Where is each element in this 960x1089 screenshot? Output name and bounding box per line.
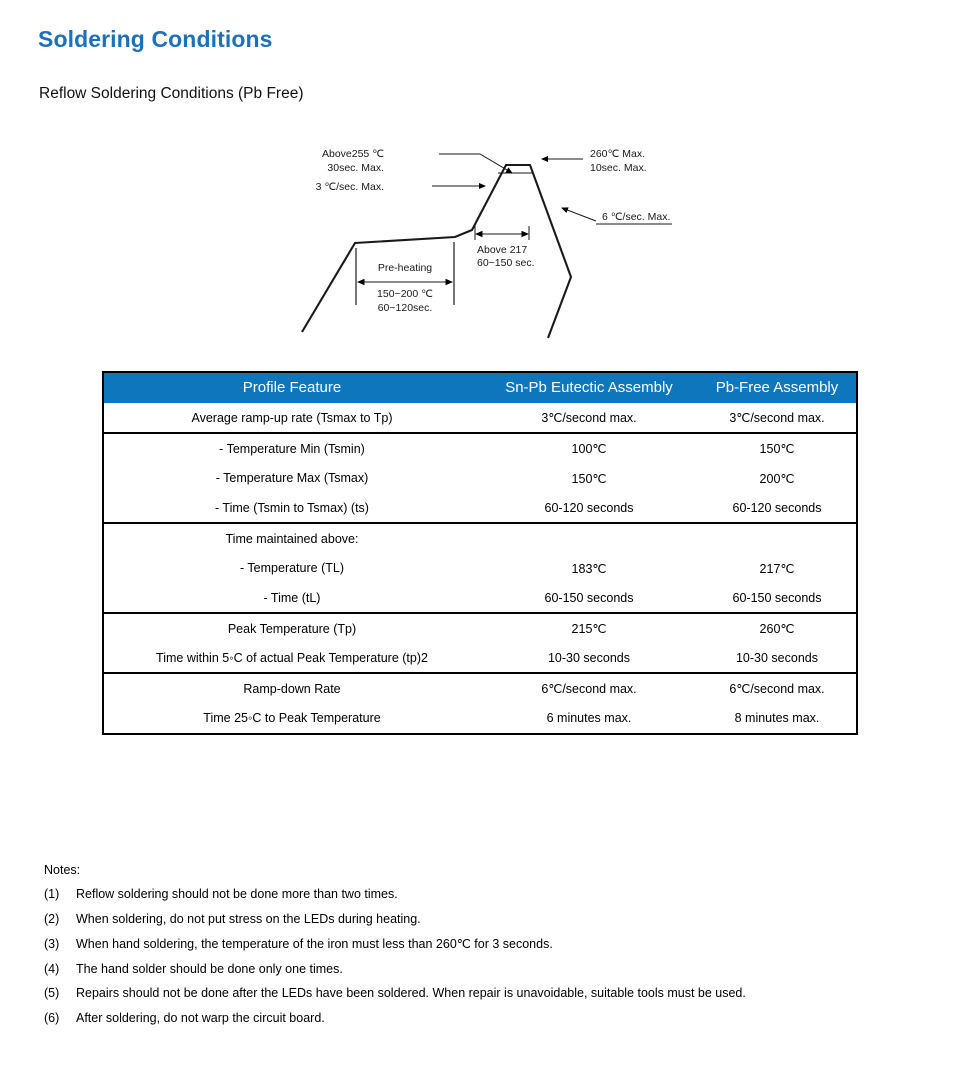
cell-pbfree-value: 260℃ [698, 612, 856, 644]
cell-snpb-value: 215℃ [480, 612, 698, 644]
table-row: - Temperature Max (Tsmax) 150℃ 200℃ [104, 463, 856, 493]
cell-snpb-value: 60-150 seconds [544, 590, 634, 605]
cell-pbfree-value: 60-150 seconds [732, 590, 822, 605]
cell-profile-feature: - Time (tL) [263, 590, 321, 605]
cell-profile-feature: - Temperature (TL) [240, 561, 344, 576]
cell-pbfree-value: 60-120 seconds [732, 500, 822, 515]
column-header-pbfree-assembly: Pb-Free Assembly [698, 373, 856, 404]
profile-curve [301, 163, 573, 339]
cell-profile-feature: Peak Temperature (Tp) [104, 612, 480, 644]
note-text: The hand solder should be done only one … [76, 961, 343, 976]
cell-profile-feature: Time 25◦C to Peak Temperature [203, 711, 381, 726]
table-row: Time 25◦C to Peak Temperature 6 minutes m… [104, 703, 856, 733]
table-row: Time maintained above: [104, 522, 856, 554]
notes-section: Notes: (1) Reflow soldering should not be… [44, 863, 924, 1035]
note-text: Reflow soldering should not be done more… [76, 887, 398, 901]
cell-snpb-value: 60-120 seconds [544, 500, 634, 515]
note-text: Repairs should not be done after the LED… [76, 986, 746, 1000]
preheat-temperature-label: 150~200 ℃ [377, 288, 433, 300]
cell-snpb-value: 6℃/second max. [480, 672, 698, 704]
cell-profile-feature: - Temperature Max (Tsmax) [215, 471, 369, 486]
note-item: (2) When soldering, do not put stress on … [44, 912, 924, 926]
cell-snpb-value: 10-30 seconds [547, 650, 630, 665]
cell-profile-feature: Time within 5◦C of actual Peak Temperatu… [156, 650, 428, 665]
note-number: (3) [44, 937, 60, 951]
table-row: Time within 5◦C of actual Peak Temperatu… [104, 643, 856, 673]
table-row: - Time (tL) 60-150 seconds 60-150 seconds [104, 583, 856, 613]
preheat-time-label: 60~120sec. [378, 302, 433, 314]
ramp-up-rate-callout: 3 ℃/sec. Max. [316, 181, 486, 193]
ramp-up-rate-label: 3 ℃/sec. Max. [316, 181, 384, 193]
peak-temp-label-line2: 10sec. Max. [590, 162, 647, 174]
cell-snpb-value: 150℃ [571, 471, 607, 486]
column-header-snpb-assembly: Sn-Pb Eutectic Assembly [480, 373, 698, 404]
table-row: - Temperature (TL) 183℃ 217℃ [104, 553, 856, 583]
reflow-profile-table: Profile Feature Sn-Pb Eutectic Assembly … [102, 371, 858, 736]
cell-snpb-value: 3℃/second max. [541, 411, 637, 426]
above217-label-line2: 60~150 sec. [477, 257, 535, 269]
cell-snpb-value: 6 minutes max. [546, 711, 632, 726]
cell-pbfree-value: 150℃ [698, 432, 856, 464]
cell-profile-feature: Ramp-down Rate [104, 672, 480, 704]
note-item: (4) The hand solder should be done only o… [44, 962, 924, 976]
cell-pbfree-value: 8 minutes max. [734, 711, 820, 726]
above255-label-line1: Above255 ℃ [322, 148, 384, 160]
above217-label-line1: Above 217 [477, 244, 527, 256]
table-header-row: Profile Feature Sn-Pb Eutectic Assembly … [104, 373, 856, 404]
peak-temp-label-line1: 260℃ Max. [590, 148, 645, 160]
cell-pbfree-value: 200℃ [759, 471, 795, 486]
cell-pbfree-value: 3℃/second max. [729, 411, 825, 426]
above217-dimension: Above 217 60~150 sec. [474, 226, 535, 269]
peak-temperature-callout: 260℃ Max. 10sec. Max. [541, 148, 647, 174]
ramp-down-rate-callout: 6 ℃/sec. Max. [561, 207, 672, 225]
note-item: (6) After soldering, do not warp the circ… [44, 1011, 924, 1025]
cell-pbfree-value: 6℃/second max. [698, 672, 856, 704]
section-subtitle: Reflow Soldering Conditions (Pb Free) [39, 85, 304, 102]
ramp-down-rate-label: 6 ℃/sec. Max. [602, 211, 670, 223]
table-row: Average ramp-up rate (Tsmax to Tp) 3℃/sec… [104, 403, 856, 433]
above255-label-line2: 30sec. Max. [327, 162, 384, 174]
note-text: After soldering, do not warp the circuit… [76, 1010, 325, 1025]
note-item: (3) When hand soldering, the temperature … [44, 936, 924, 951]
note-number: (1) [44, 887, 60, 901]
note-item: (5) Repairs should not be done after the … [44, 986, 924, 1000]
note-text: When soldering, do not put stress on the… [76, 911, 421, 926]
notes-title: Notes: [44, 863, 81, 877]
preheating-label: Pre-heating [378, 262, 432, 274]
note-text: When hand soldering, the temperature of … [76, 937, 553, 951]
note-number: (2) [44, 911, 60, 926]
cell-profile-feature: - Temperature Min (Tsmin) [104, 432, 480, 464]
cell-snpb-value: 100℃ [480, 432, 698, 464]
page-title: Soldering Conditions [38, 26, 273, 52]
cell-pbfree-value: 10-30 seconds [735, 650, 818, 665]
preheating-dimension: Pre-heating 150~200 ℃ 60~120sec. [355, 242, 455, 314]
cell-profile-feature: Average ramp-up rate (Tsmax to Tp) [191, 410, 393, 425]
table-body: Average ramp-up rate (Tsmax to Tp) 3℃/sec… [104, 403, 856, 733]
cell-snpb-value [480, 522, 698, 554]
note-number: (6) [44, 1010, 60, 1025]
cell-pbfree-value [698, 522, 856, 554]
above255-callout: Above255 ℃ 30sec. Max. [322, 148, 513, 174]
cell-profile-feature: - Time (Tsmin to Tsmax) (ts) [215, 500, 369, 515]
table-row: - Time (Tsmin to Tsmax) (ts) 60-120 secon… [104, 493, 856, 523]
reflow-profile-diagram: Above255 ℃ 30sec. Max. 3 ℃/sec. Max. 260… [280, 140, 680, 345]
cell-profile-feature: Time maintained above: [104, 522, 480, 554]
cell-pbfree-value: 217℃ [759, 561, 795, 576]
note-number: (4) [44, 961, 60, 976]
note-number: (5) [44, 986, 60, 1000]
cell-snpb-value: 183℃ [571, 561, 607, 576]
note-item: (1) Reflow soldering should not be done m… [44, 887, 924, 901]
notes-list: (1) Reflow soldering should not be done m… [44, 887, 924, 1025]
column-header-profile-feature: Profile Feature [104, 373, 480, 404]
